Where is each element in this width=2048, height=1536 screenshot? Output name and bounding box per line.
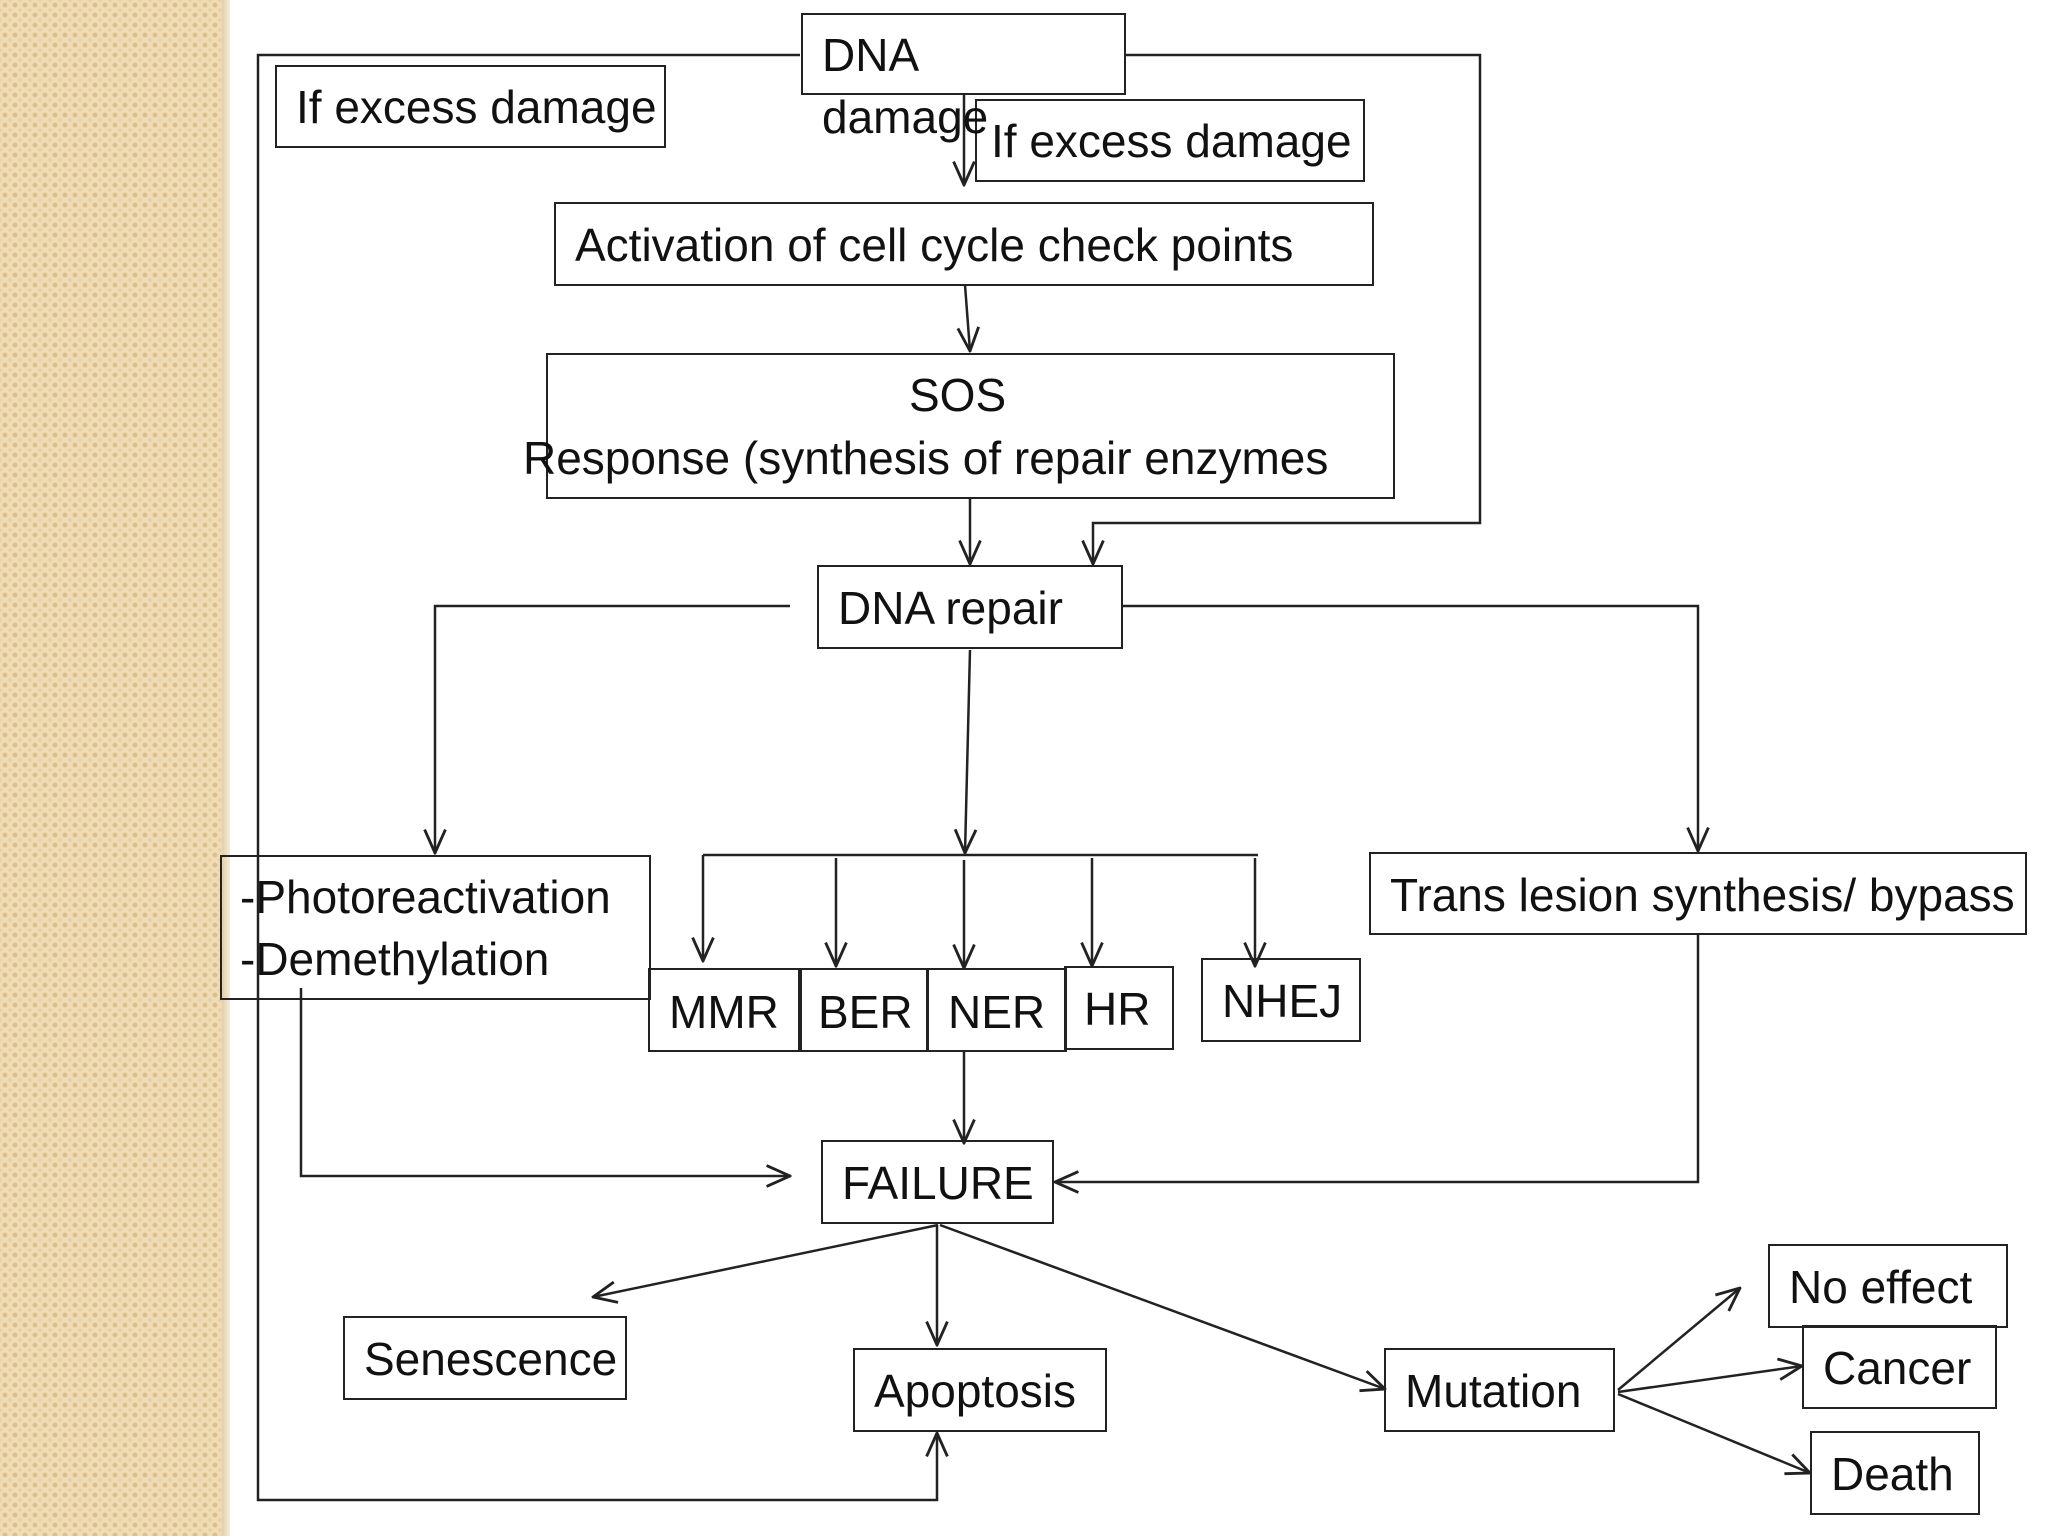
no-effect-box	[1768, 1244, 2008, 1328]
mutation-label: Mutation	[1405, 1365, 1582, 1417]
excess-damage-box-left	[275, 65, 666, 148]
ber-label: BER	[818, 986, 913, 1038]
hr-label: HR	[1084, 983, 1151, 1035]
checkpoints-box	[554, 202, 1374, 286]
connector-loop-left	[256, 53, 937, 1502]
dna-repair-label: DNA repair	[838, 582, 1063, 634]
connector-direct-failure	[299, 988, 790, 1176]
sos-label-line2: Response (synthesis of repair enzymes	[523, 432, 1329, 484]
ner-box	[927, 968, 1067, 1052]
side-pattern-edge	[222, 0, 230, 1536]
mmr-box	[648, 968, 800, 1052]
death-box	[1810, 1431, 1980, 1515]
demethylation-label: -Demethylation	[240, 933, 550, 985]
ner-label: NER	[948, 986, 1046, 1038]
decorative-side-pattern	[0, 0, 222, 1536]
cancer-box	[1802, 1325, 1997, 1409]
connector-repair-tls	[1123, 604, 1698, 851]
apoptosis-box	[853, 1348, 1107, 1432]
nhej-label: NHEJ	[1222, 975, 1343, 1027]
death-label: Death	[1831, 1448, 1954, 1500]
dna-damage-box	[801, 13, 1126, 95]
connector-failure-senescence	[593, 1223, 939, 1297]
mutation-box	[1384, 1348, 1615, 1432]
nhej-box	[1201, 958, 1361, 1042]
excess-damage-label-right: If excess damage	[991, 115, 1352, 167]
tls-label: Trans lesion synthesis/ bypass	[1390, 869, 2015, 921]
checkpoints-label: Activation of cell cycle check points	[575, 219, 1294, 271]
connector-failure-mutation	[939, 1223, 1385, 1389]
senescence-label: Senescence	[364, 1333, 618, 1385]
connector-loop-right	[1093, 53, 1482, 564]
connector-mutation-noeffect	[1617, 1288, 1740, 1391]
no-effect-label: No effect	[1789, 1261, 1973, 1313]
failure-label: FAILURE	[842, 1157, 1034, 1209]
senescence-box	[343, 1316, 627, 1400]
excess-damage-box-right	[975, 99, 1365, 182]
cancer-label: Cancer	[1823, 1342, 1972, 1394]
hr-box	[1064, 966, 1174, 1050]
connector-tls-failure	[1055, 935, 1700, 1182]
direct-repair-box	[220, 855, 651, 1000]
failure-box	[821, 1140, 1054, 1224]
connector-repair-direct	[435, 604, 790, 853]
dna-damage-label: DNA damage	[822, 29, 989, 143]
photoreactivation-label: -Photoreactivation	[240, 871, 611, 923]
excess-damage-label-left: If excess damage	[296, 81, 657, 133]
connector-repair-excision	[965, 649, 970, 853]
sos-box	[546, 353, 1395, 499]
mmr-label: MMR	[669, 986, 779, 1038]
connector-mutation-cancer	[1617, 1366, 1802, 1394]
connector-mutation-death	[1617, 1392, 1810, 1473]
tls-box	[1369, 852, 2027, 935]
dna-repair-box	[817, 565, 1123, 649]
sos-label-line1: SOS	[909, 369, 1007, 421]
apoptosis-label: Apoptosis	[874, 1365, 1077, 1417]
connector-checkpoints-sos	[965, 284, 970, 351]
